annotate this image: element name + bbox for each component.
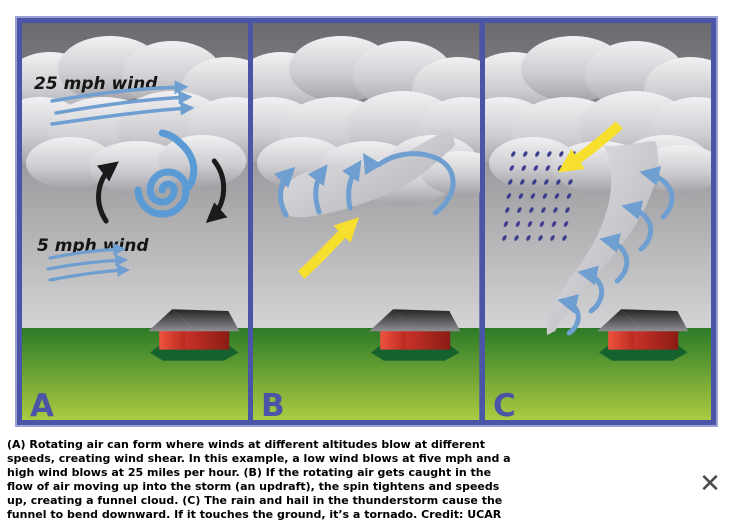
panel-a: 25 mph wind 5 mph wind A: [22, 23, 249, 420]
low-wind-arrows-icon: [46, 243, 130, 282]
rotation-spiral-icon: [134, 129, 198, 218]
panel-c: C: [484, 23, 711, 420]
panel-b: B: [253, 23, 480, 420]
rotation-arrows-icon: [96, 158, 228, 224]
low-wind-label: 5 mph wind: [37, 236, 149, 256]
panel-label-a: A: [30, 388, 54, 420]
close-icon[interactable]: ✕: [699, 469, 721, 499]
high-wind-arrows-icon: [50, 80, 195, 126]
tornado-rotation-arrows-icon: [556, 166, 675, 336]
updraft-arrows-icon: [274, 151, 456, 218]
downdraft-arrow-icon: [557, 121, 623, 173]
figure-caption: (A) Rotating air can form where winds at…: [7, 438, 511, 522]
panel-label-b: B: [261, 388, 285, 420]
tornado-formation-figure: 25 mph wind 5 mph wind A: [15, 16, 718, 427]
panel-label-c: C: [493, 388, 516, 420]
updraft-flow-arrow-icon: [298, 217, 360, 279]
rain-icon: [495, 150, 578, 248]
